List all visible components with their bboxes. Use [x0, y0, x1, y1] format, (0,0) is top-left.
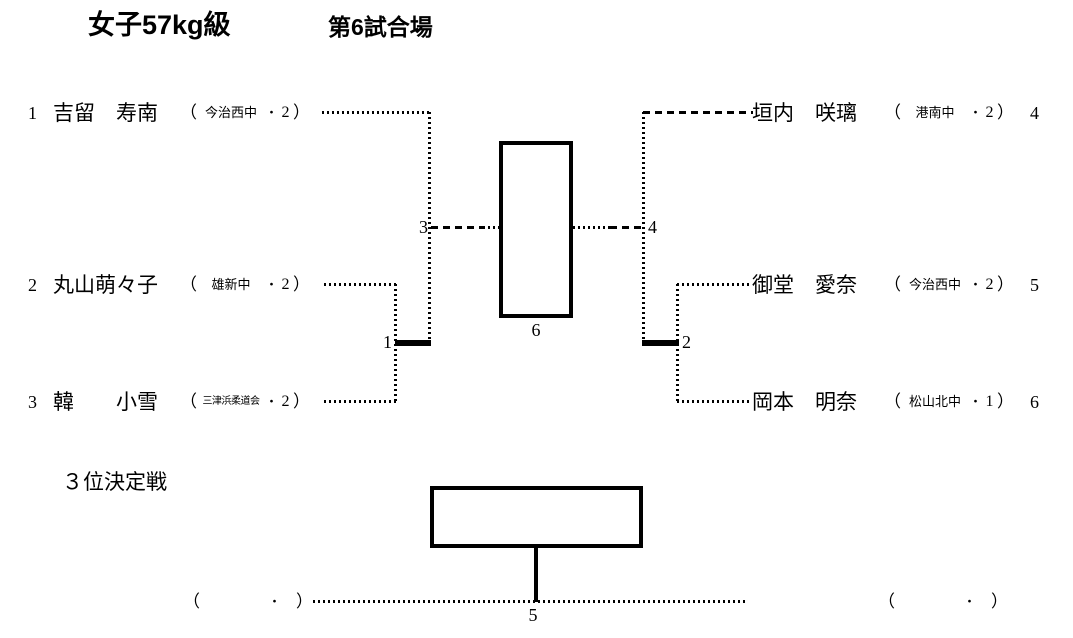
affiliation-group: （ 今治西中 ・ 2 ）: [180, 101, 310, 125]
competitor-name: 丸山萌々子: [53, 273, 158, 297]
court-label: 第6試合場: [328, 14, 433, 40]
bracket-line-p5: [677, 283, 749, 286]
winner-line-match2: [642, 340, 679, 346]
seed-number: 2: [28, 275, 37, 295]
seed-number: 4: [1030, 103, 1039, 123]
separator-dot: ・: [968, 394, 982, 409]
close-paren: ）: [991, 592, 1008, 611]
bracket-line-p4: [643, 111, 753, 114]
club-name: 雄新中: [211, 277, 251, 292]
open-paren: （: [180, 103, 197, 122]
final-match-box: [499, 141, 573, 318]
close-paren: ）: [997, 103, 1014, 122]
seed-number: 1: [28, 103, 37, 123]
third-place-baseline: [313, 600, 747, 603]
grade: 1: [985, 393, 994, 410]
grade: 2: [985, 104, 994, 121]
grade: 2: [281, 393, 290, 410]
third-place-label: ３位決定戦: [62, 470, 167, 494]
competitor-name: 御堂 愛奈: [752, 273, 857, 297]
match-number-final: 6: [531, 320, 541, 340]
placeholder-affiliation-left: （ ・ ）: [183, 590, 313, 614]
separator-dot: ・: [264, 105, 278, 120]
grade: 2: [985, 276, 994, 293]
competitor-name: 韓 小雪: [53, 390, 158, 414]
semifinal-line-left-dash: [431, 226, 483, 229]
grade: 2: [281, 276, 290, 293]
seed-number: 6: [1030, 392, 1039, 412]
separator-dot: ・: [264, 394, 278, 409]
bracket-line-p1: [322, 111, 430, 114]
bracket-line-p6: [677, 400, 749, 403]
separator-dot: ・: [968, 277, 982, 292]
separator-dot: ・: [264, 277, 278, 292]
seed-number: 3: [28, 392, 37, 412]
placeholder-affiliation-right: （ ・ ）: [878, 590, 1008, 614]
affiliation-group: （ 松山北中 ・ 1 ）: [884, 390, 1014, 414]
separator-dot: ・: [267, 594, 281, 609]
match-number-1: 1: [383, 332, 392, 352]
close-paren: ）: [293, 392, 310, 411]
third-place-match-box: [430, 486, 643, 548]
open-paren: （: [878, 592, 895, 611]
match-number-third: 5: [528, 605, 538, 625]
affiliation-group: （ 雄新中 ・ 2 ）: [180, 273, 310, 297]
bracket-line-p3: [324, 400, 396, 403]
open-paren: （: [884, 275, 901, 294]
separator-dot: ・: [962, 594, 976, 609]
match-number-2: 2: [682, 332, 691, 352]
match-number-4: 4: [648, 217, 657, 237]
close-paren: ）: [293, 275, 310, 294]
semifinal-line-left-dot: [483, 226, 499, 229]
club-name: 松山北中: [908, 394, 961, 409]
winner-line-match1: [395, 340, 431, 346]
club-name: 三津浜柔道会: [202, 396, 260, 407]
club-name: 今治西中: [908, 277, 961, 292]
bracket-line-p2: [324, 283, 396, 286]
open-paren: （: [884, 103, 901, 122]
match-number-3: 3: [419, 217, 428, 237]
semifinal-line-right-dash: [610, 226, 643, 229]
close-paren: ）: [997, 392, 1014, 411]
affiliation-group: （ 今治西中 ・ 2 ）: [884, 273, 1014, 297]
third-place-stem-line: [534, 547, 538, 602]
separator-dot: ・: [968, 105, 982, 120]
seed-number: 5: [1030, 275, 1039, 295]
affiliation-group: （ 三津浜柔道会 ・ 2 ）: [180, 390, 310, 414]
grade: 2: [281, 104, 290, 121]
affiliation-group: （ 港南中 ・ 2 ）: [884, 101, 1014, 125]
open-paren: （: [180, 392, 197, 411]
bracket-vline-right-semi: [642, 112, 645, 343]
semifinal-line-right-dot: [573, 226, 610, 229]
competitor-name: 吉留 寿南: [53, 101, 158, 125]
bracket-vline-left-semi: [428, 112, 431, 343]
club-name: 港南中: [915, 105, 955, 120]
open-paren: （: [183, 592, 200, 611]
open-paren: （: [180, 275, 197, 294]
close-paren: ）: [293, 103, 310, 122]
competitor-name: 岡本 明奈: [752, 390, 857, 414]
close-paren: ）: [997, 275, 1014, 294]
competitor-name: 垣内 咲璃: [752, 101, 857, 125]
close-paren: ）: [296, 592, 313, 611]
open-paren: （: [884, 392, 901, 411]
page-title: 女子57kg級: [88, 10, 231, 40]
club-name: 今治西中: [204, 105, 257, 120]
